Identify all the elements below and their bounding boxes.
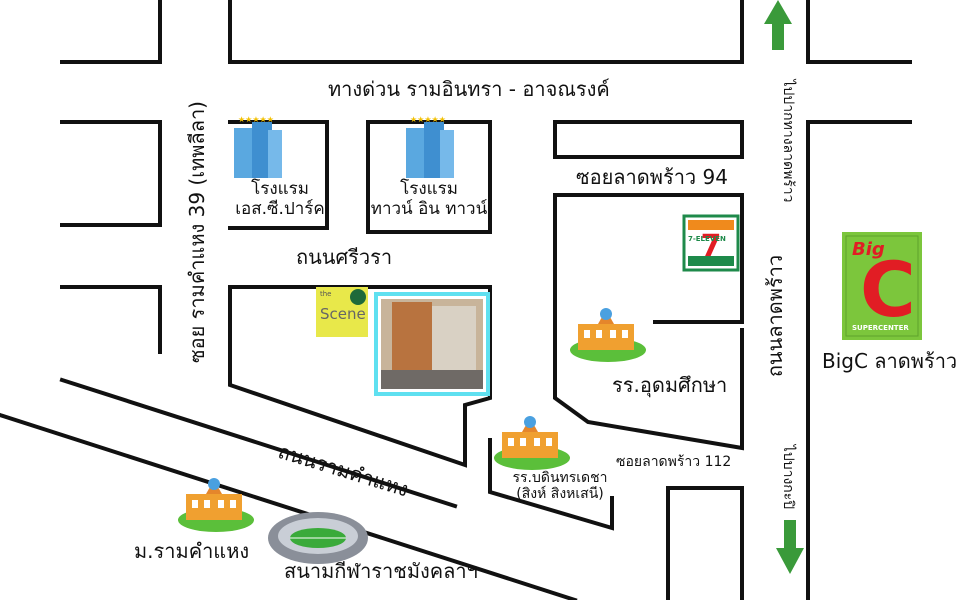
ladprao-road-label: ถนนลาดพร้าว xyxy=(763,254,787,378)
arrow-north-icon xyxy=(764,0,792,50)
project-building-photo xyxy=(374,292,490,396)
svg-text:7: 7 xyxy=(701,229,722,264)
scene-logo-small-text: the xyxy=(320,290,332,298)
svg-text:★★★★★: ★★★★★ xyxy=(410,115,446,124)
hotel-building-icon: ★★★★★ xyxy=(234,115,282,178)
block-top-center xyxy=(228,0,744,64)
bigc-logo-big-text: Big xyxy=(852,239,885,260)
soi-ladprao-112-label: ซอยลาดพร้าว 112 xyxy=(616,454,732,470)
road-bottom-diagonal xyxy=(0,412,578,600)
block-left-lower xyxy=(60,285,162,354)
hotel-town-in-town-label: โรงแรม ทาวน์ อิน ทาวน์ xyxy=(370,179,488,219)
block-bodindecha xyxy=(488,438,614,531)
direction-south-label: ไปบางกะปิ xyxy=(780,444,796,510)
block-project xyxy=(228,285,492,468)
scene-logo-text: Scene xyxy=(320,305,366,323)
school-icon xyxy=(178,478,254,532)
svg-text:★★★★★: ★★★★★ xyxy=(238,115,274,124)
expressway-label: ทางด่วน รามอินทรา - อาจณรงค์ xyxy=(328,77,610,101)
bigc-logo-c-text: C xyxy=(860,245,916,334)
block-left-mid xyxy=(60,120,162,227)
bodindecha-school-label: รร.บดินทรเดชา (สิงห์ สิงหเสนี) xyxy=(512,470,608,503)
block-top-left xyxy=(60,0,162,64)
block-udom-suksa xyxy=(553,193,744,320)
bigc-ladprao-label: BigC ลาดพร้าว xyxy=(822,349,958,373)
block-hotel-sc-park xyxy=(228,120,329,230)
block-top-right xyxy=(806,0,912,64)
ramkhamhaeng-university-label: ม.รามคำแหง xyxy=(134,539,250,563)
the-scene-logo xyxy=(316,287,368,337)
rajamangala-stadium-label: สนามกีฬาราชมังคลาฯ xyxy=(284,559,478,583)
school-icon xyxy=(494,416,570,470)
bigc-logo xyxy=(842,232,922,340)
soi-ladprao-94-label: ซอยลาดพร้าว 94 xyxy=(576,165,728,189)
udom-suksa-school-label: รร.อุดมศึกษา xyxy=(612,373,728,397)
soi-ramkhamhaeng-39-label: ซอย รามคำแหง 39 (เทพลีลา) xyxy=(185,101,209,363)
srivara-road-label: ถนนศรีวรา xyxy=(296,245,393,269)
block-soi-94 xyxy=(553,120,744,159)
hotel-sc-park-label: โรงแรม เอส.ซี.ปาร์ค xyxy=(235,179,325,219)
arrow-south-icon xyxy=(776,520,804,574)
school-icon xyxy=(570,308,646,362)
seven-eleven-logo-text: 7-ELEVEN xyxy=(688,235,726,243)
bigc-logo-supercenter-text: SUPERCENTER xyxy=(852,324,909,332)
block-hotel-town xyxy=(366,120,492,234)
road-ladprao-east xyxy=(806,120,912,600)
stadium-icon xyxy=(268,512,368,564)
hotel-building-icon: ★★★★★ xyxy=(406,115,454,178)
road-ramkhamhaeng-edge xyxy=(59,377,458,509)
block-bottom-right xyxy=(666,486,744,600)
direction-north-label: ไปปากทางลาดพร้าว xyxy=(780,79,796,203)
seven-eleven-logo: 7 xyxy=(682,214,740,272)
